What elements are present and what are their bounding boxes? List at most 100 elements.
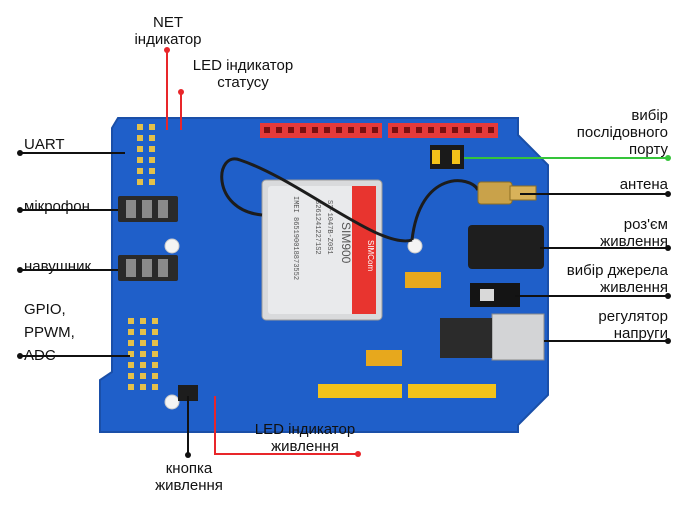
- label-serial-select: вибір послідовного порту: [577, 107, 668, 158]
- header-pin: [348, 127, 354, 133]
- gpio-pin-header: [128, 318, 158, 390]
- header-pin: [428, 127, 434, 133]
- header-pin: [288, 127, 294, 133]
- leader-endpoints: [17, 47, 671, 458]
- label-regulator: регулятор напруги: [598, 308, 668, 342]
- leader-led-power: [214, 396, 358, 455]
- label-regulator-line-1: регулятор: [598, 308, 668, 325]
- power-button-component: [178, 385, 198, 401]
- label-power-jack-line-1: роз'єм: [623, 216, 668, 233]
- bottom-header-right: [408, 384, 496, 398]
- label-power-button-line-1: кнопка: [165, 460, 213, 477]
- gpio-pin: [152, 362, 158, 368]
- label-serial-select-line-2: послідовного: [576, 124, 668, 141]
- gpio-pin: [128, 318, 134, 324]
- top-header-right: [388, 123, 498, 138]
- uart-pin: [149, 157, 155, 163]
- label-led-power-line-2: живлення: [271, 438, 339, 455]
- gpio-pin: [140, 362, 146, 368]
- mount-hole-left: [164, 238, 180, 254]
- end-led-power: [355, 451, 361, 457]
- gpio-pin: [128, 329, 134, 335]
- headphone-jack: [118, 255, 178, 281]
- header-pin: [276, 127, 282, 133]
- label-net-line-1: NET: [153, 14, 183, 31]
- label-power-button: кнопка живлення: [138, 460, 240, 494]
- end-phone: [17, 267, 23, 273]
- gpio-pin: [128, 384, 134, 390]
- power-source-switch: [470, 283, 520, 307]
- header-pin: [312, 127, 318, 133]
- uart-pin-header: [137, 124, 155, 185]
- module-model: SIM900: [339, 222, 353, 264]
- header-pin: [372, 127, 378, 133]
- gpio-pin: [152, 384, 158, 390]
- header-pin: [464, 127, 470, 133]
- label-led-status-line-2: статусу: [217, 74, 269, 91]
- uart-pin: [137, 179, 143, 185]
- end-power-jack: [665, 245, 671, 251]
- label-serial-select-line-1: вибір: [631, 107, 668, 124]
- label-gpio-line-1: GPIO,: [24, 301, 66, 318]
- tantalum-cap-2: [366, 350, 402, 366]
- label-net-line-2: індикатор: [134, 31, 202, 48]
- gpio-pin: [152, 329, 158, 335]
- header-pin: [404, 127, 410, 133]
- uart-pin: [149, 124, 155, 130]
- module-line-1: S2-1047B-Z0S1: [325, 200, 333, 255]
- gpio-pin: [140, 351, 146, 357]
- end-gpio: [17, 353, 23, 359]
- header-pin: [324, 127, 330, 133]
- end-mic: [17, 207, 23, 213]
- antenna-cable: [220, 157, 480, 243]
- module-imei: IMEI 865190018873552: [291, 196, 299, 280]
- label-led-status-line-1: LED індикатор: [192, 57, 294, 74]
- gpio-pin: [140, 373, 146, 379]
- top-header-left: [260, 123, 382, 138]
- gpio-pin: [152, 351, 158, 357]
- gpio-pin: [152, 318, 158, 324]
- gpio-pin: [128, 373, 134, 379]
- header-pin: [440, 127, 446, 133]
- gpio-pin: [152, 373, 158, 379]
- header-pin: [452, 127, 458, 133]
- leader-lines: [20, 50, 668, 455]
- end-led-status: [178, 89, 184, 95]
- label-regulator-line-2: напруги: [613, 325, 668, 342]
- gpio-pin: [152, 340, 158, 346]
- label-power-source-line-2: живлення: [600, 279, 668, 296]
- uart-pin: [149, 179, 155, 185]
- header-pin: [488, 127, 494, 133]
- header-pin: [476, 127, 482, 133]
- end-uart: [17, 150, 23, 156]
- header-pin: [336, 127, 342, 133]
- uart-pin: [149, 135, 155, 141]
- label-uart: UART: [24, 136, 65, 153]
- mount-hole-bottom: [164, 394, 180, 410]
- mount-hole-right: [407, 238, 423, 254]
- label-microphone: мікрофон: [24, 198, 90, 215]
- module-line-2: S2612412271S2: [313, 200, 321, 255]
- label-power-source-line-1: вибір джерела: [566, 262, 668, 279]
- label-net: NET індикатор: [120, 14, 216, 48]
- label-power-jack: роз'єм живлення: [600, 216, 668, 250]
- label-serial-select-line-3: порту: [628, 141, 668, 158]
- end-power-button: [185, 452, 191, 458]
- label-gpio-line-3: ADC: [24, 347, 56, 364]
- voltage-regulator-component: [491, 313, 545, 361]
- gpio-pin: [140, 329, 146, 335]
- uart-pin: [137, 135, 143, 141]
- header-pin: [300, 127, 306, 133]
- label-power-button-line-2: живлення: [155, 477, 223, 494]
- bottom-header-left: [318, 384, 402, 398]
- end-regulator: [665, 338, 671, 344]
- uart-pin: [137, 168, 143, 174]
- label-power-source: вибір джерела живлення: [567, 262, 668, 296]
- label-led-power: LED індикатор живлення: [230, 421, 380, 455]
- end-power-source: [665, 293, 671, 299]
- header-pin: [416, 127, 422, 133]
- uart-pin: [137, 146, 143, 152]
- gpio-pin: [140, 384, 146, 390]
- module-brand: SIMCom: [366, 240, 375, 271]
